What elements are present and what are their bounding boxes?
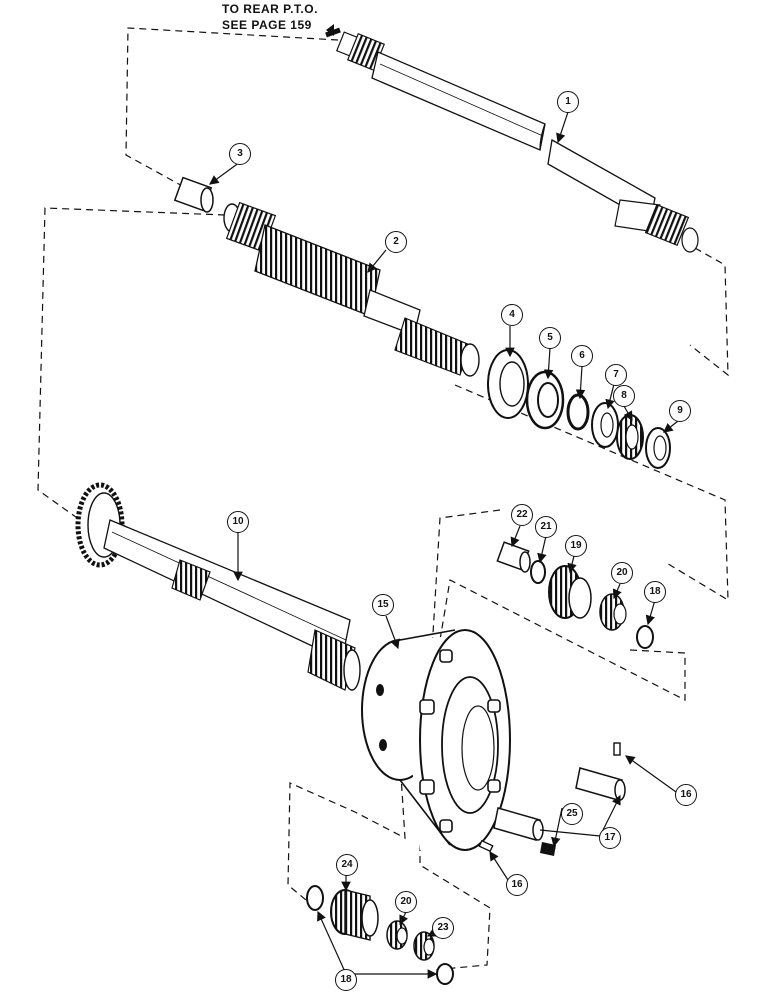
part-5-bearing (525, 370, 565, 430)
part-25-screw (540, 842, 556, 856)
part-16-roll-pin-upper (613, 742, 621, 756)
callout-5: 5 (539, 327, 561, 349)
callout-9: 9 (669, 400, 691, 422)
callout-7: 7 (605, 364, 627, 386)
part-2-splined-shaft (223, 201, 480, 377)
part-17-pin-lower (493, 807, 544, 841)
part-9-washer (645, 427, 671, 469)
callout-3: 3 (229, 143, 251, 165)
part-20-needle-bearing-lower (386, 920, 408, 950)
callout-18-upper: 18 (644, 581, 666, 603)
part-22-bushing (496, 541, 531, 573)
callout-24: 24 (336, 854, 358, 876)
part-21-washer (530, 560, 546, 584)
callout-16-lower: 16 (506, 874, 528, 896)
callout-18-lower: 18 (335, 969, 357, 991)
part-24-gear (330, 889, 379, 941)
part-18-washer-lower-right (436, 963, 454, 985)
callout-1: 1 (557, 91, 579, 113)
part-17-pin-upper (575, 767, 626, 801)
part-18-washer-lower-left (306, 885, 324, 911)
callout-15: 15 (372, 594, 394, 616)
part-3-bushing (173, 176, 214, 213)
callout-20-upper: 20 (611, 562, 633, 584)
leader-lines (209, 111, 679, 979)
callout-8: 8 (613, 385, 635, 407)
callout-23: 23 (432, 917, 454, 939)
part-8-needle-bearing (616, 414, 644, 460)
part-20-needle-bearing (599, 593, 627, 631)
callout-6: 6 (571, 345, 593, 367)
callout-16-upper: 16 (675, 784, 697, 806)
dashed-alignment-lines (37, 27, 729, 971)
callout-4: 4 (501, 304, 523, 326)
callout-20-lower: 20 (395, 891, 417, 913)
callout-17: 17 (599, 827, 621, 849)
reference-arrow-icon (326, 24, 334, 36)
callout-22: 22 (511, 504, 533, 526)
callout-25: 25 (561, 803, 583, 825)
part-15-carrier (361, 629, 511, 851)
callout-19: 19 (565, 535, 587, 557)
callout-2: 2 (385, 231, 407, 253)
part-19-gear (548, 565, 592, 619)
part-23-needle-bearing (413, 931, 435, 961)
part-16-roll-pin-lower (478, 839, 494, 853)
part-6-snap-ring (566, 393, 590, 431)
callout-21: 21 (535, 516, 557, 538)
callout-10: 10 (227, 511, 249, 533)
part-10-gear-shaft (75, 482, 361, 691)
part-1-shaft (325, 27, 699, 253)
reference-note-line2: SEE PAGE 159 (222, 18, 312, 32)
part-4-plate (487, 349, 529, 419)
reference-note-line1: TO REAR P.T.O. (222, 2, 318, 16)
part-18-washer (636, 625, 654, 649)
part-7-washer (591, 402, 619, 448)
